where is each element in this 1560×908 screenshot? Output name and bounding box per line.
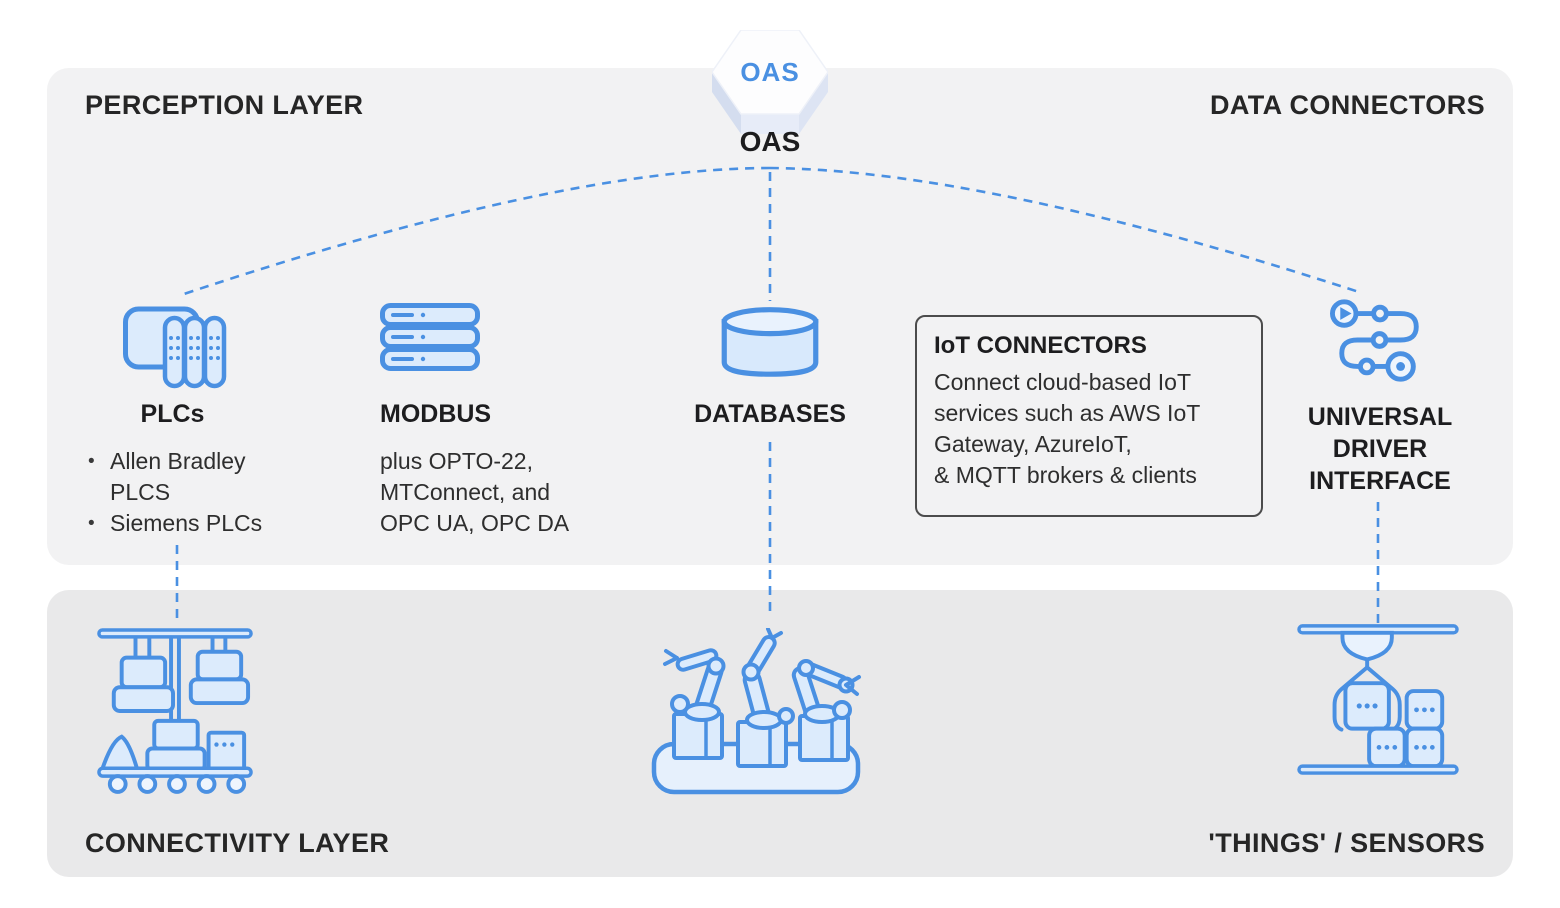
- modbus-line-3: OPC UA, OPC DA: [380, 510, 570, 536]
- oas-hexagon-shape: [711, 29, 829, 134]
- robot-arms-icon: [651, 628, 861, 795]
- iot-line-4: & MQTT brokers & clients: [934, 462, 1197, 488]
- perception-layer-label: PERCEPTION LAYER: [85, 90, 364, 120]
- connectivity-layer-label: CONNECTIVITY LAYER: [85, 828, 390, 858]
- iot-line-2: services such as AWS IoT: [934, 400, 1201, 426]
- data-connectors-label: DATA CONNECTORS: [1210, 90, 1485, 120]
- database-icon: [721, 307, 819, 377]
- oas-hex-label: OAS: [740, 57, 800, 87]
- plcs-details: Allen Bradley PLCS Siemens PLCs: [84, 446, 269, 539]
- databases-title: DATABASES: [694, 400, 846, 428]
- universal-driver-title: UNIVERSAL DRIVER INTERFACE: [1295, 401, 1465, 497]
- plc-icon: [123, 306, 227, 389]
- modbus-line-1: plus OPTO-22,: [380, 448, 533, 474]
- things-sensors-label: 'THINGS' / SENSORS: [1208, 828, 1485, 858]
- iot-line-1: Connect cloud-based IoT: [934, 369, 1191, 395]
- plcs-bullet-2: Siemens PLCs: [84, 508, 269, 539]
- iot-line-3: Gateway, AzureIoT,: [934, 431, 1132, 457]
- modbus-title: MODBUS: [380, 400, 492, 428]
- workflow-icon: [1330, 299, 1419, 382]
- oas-caption: OAS: [739, 126, 801, 157]
- oas-hexagon-icon: OAS: [711, 29, 829, 140]
- udi-title-line-3: INTERFACE: [1309, 467, 1451, 495]
- pick-and-place-icon: [1297, 624, 1459, 775]
- modbus-line-2: MTConnect, and: [380, 479, 551, 505]
- factory-equipment-icon: [97, 628, 253, 794]
- udi-title-line-2: DRIVER: [1332, 435, 1428, 463]
- server-stack-icon: [380, 303, 480, 371]
- iot-connectors-box: IoT CONNECTORS Connect cloud-based IoT s…: [915, 315, 1263, 517]
- iot-connectors-title: IoT CONNECTORS: [934, 332, 1147, 359]
- udi-title-line-1: UNIVERSAL: [1307, 403, 1453, 431]
- plcs-bullet-1: Allen Bradley PLCS: [84, 446, 269, 508]
- plcs-title: PLCs: [140, 400, 205, 428]
- modbus-details: plus OPTO-22, MTConnect, and OPC UA, OPC…: [380, 446, 610, 539]
